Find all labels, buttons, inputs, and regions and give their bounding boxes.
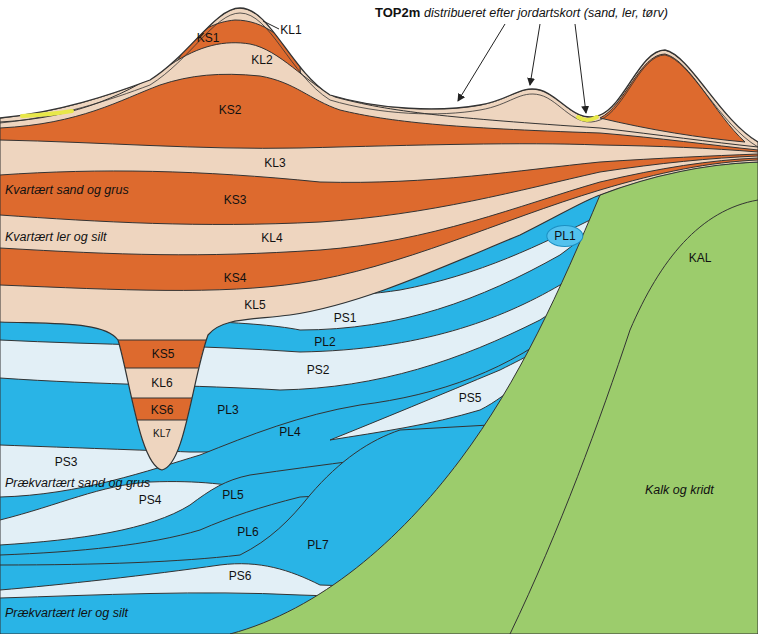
unit-annotation: Kvartært sand og grus xyxy=(5,183,129,197)
layer-label: PS2 xyxy=(307,363,330,377)
layer-ellipse: PL1 xyxy=(546,225,583,247)
layer-label: PL4 xyxy=(279,425,300,439)
section-line xyxy=(575,24,586,113)
unit-annotation: Kvartært ler og silt xyxy=(5,230,106,244)
section-path xyxy=(0,43,758,634)
section-path xyxy=(0,158,758,634)
layer-label: KS5 xyxy=(152,347,175,361)
layer-label: KL7 xyxy=(153,427,171,441)
layer-label: PL1 xyxy=(554,229,575,243)
layer-label: KS4 xyxy=(224,271,247,285)
layer-label: PS5 xyxy=(459,391,482,405)
section-line xyxy=(263,21,279,29)
section-path xyxy=(0,8,758,142)
section-path xyxy=(0,13,758,147)
section-path xyxy=(510,200,758,634)
layer-label: KL2 xyxy=(251,53,272,67)
unit-annotation: Prækvartært ler og silt xyxy=(5,606,128,620)
section-path xyxy=(578,117,597,120)
layer-label: PS6 xyxy=(229,569,252,583)
layer-label: KL3 xyxy=(264,156,285,170)
section-path xyxy=(0,160,758,634)
section-line xyxy=(458,24,505,101)
layer-label: PL2 xyxy=(314,335,335,349)
layer-label: KL6 xyxy=(151,376,172,390)
section-path xyxy=(0,154,758,634)
section-path xyxy=(0,74,758,634)
layer-label: PS3 xyxy=(55,455,78,469)
layer-label: PL5 xyxy=(222,488,243,502)
layer-label: PL6 xyxy=(237,525,258,539)
layer-label: KS3 xyxy=(224,193,247,207)
layer-label: KAL xyxy=(689,251,712,265)
section-line xyxy=(530,24,540,85)
layer-label: KL1 xyxy=(280,23,301,37)
layer-label: KL4 xyxy=(261,231,282,245)
leader-lines xyxy=(263,21,586,113)
layer-label: PS1 xyxy=(334,311,357,325)
layer-label: PS4 xyxy=(139,493,162,507)
unit-annotation: Prækvartært sand og grus xyxy=(5,476,150,490)
layer-label: KS1 xyxy=(197,31,220,45)
unit-annotation: distribueret efter jordartskort (sand, l… xyxy=(424,6,668,20)
section-path xyxy=(0,156,758,634)
unit-annotation: Kalk og kridt xyxy=(645,483,714,497)
section-path xyxy=(0,8,758,634)
section-path xyxy=(230,162,758,634)
layer-label: PL7 xyxy=(307,538,328,552)
section-path xyxy=(0,140,758,634)
section-path xyxy=(22,111,72,116)
layer-label: TOP2m xyxy=(375,6,420,20)
layer-label: KS2 xyxy=(219,103,242,117)
layer-label: KS6 xyxy=(151,403,174,417)
layer-label: KL5 xyxy=(244,298,265,312)
section-path xyxy=(600,54,745,142)
layer-label: PL3 xyxy=(217,403,238,417)
section-path xyxy=(0,162,758,470)
